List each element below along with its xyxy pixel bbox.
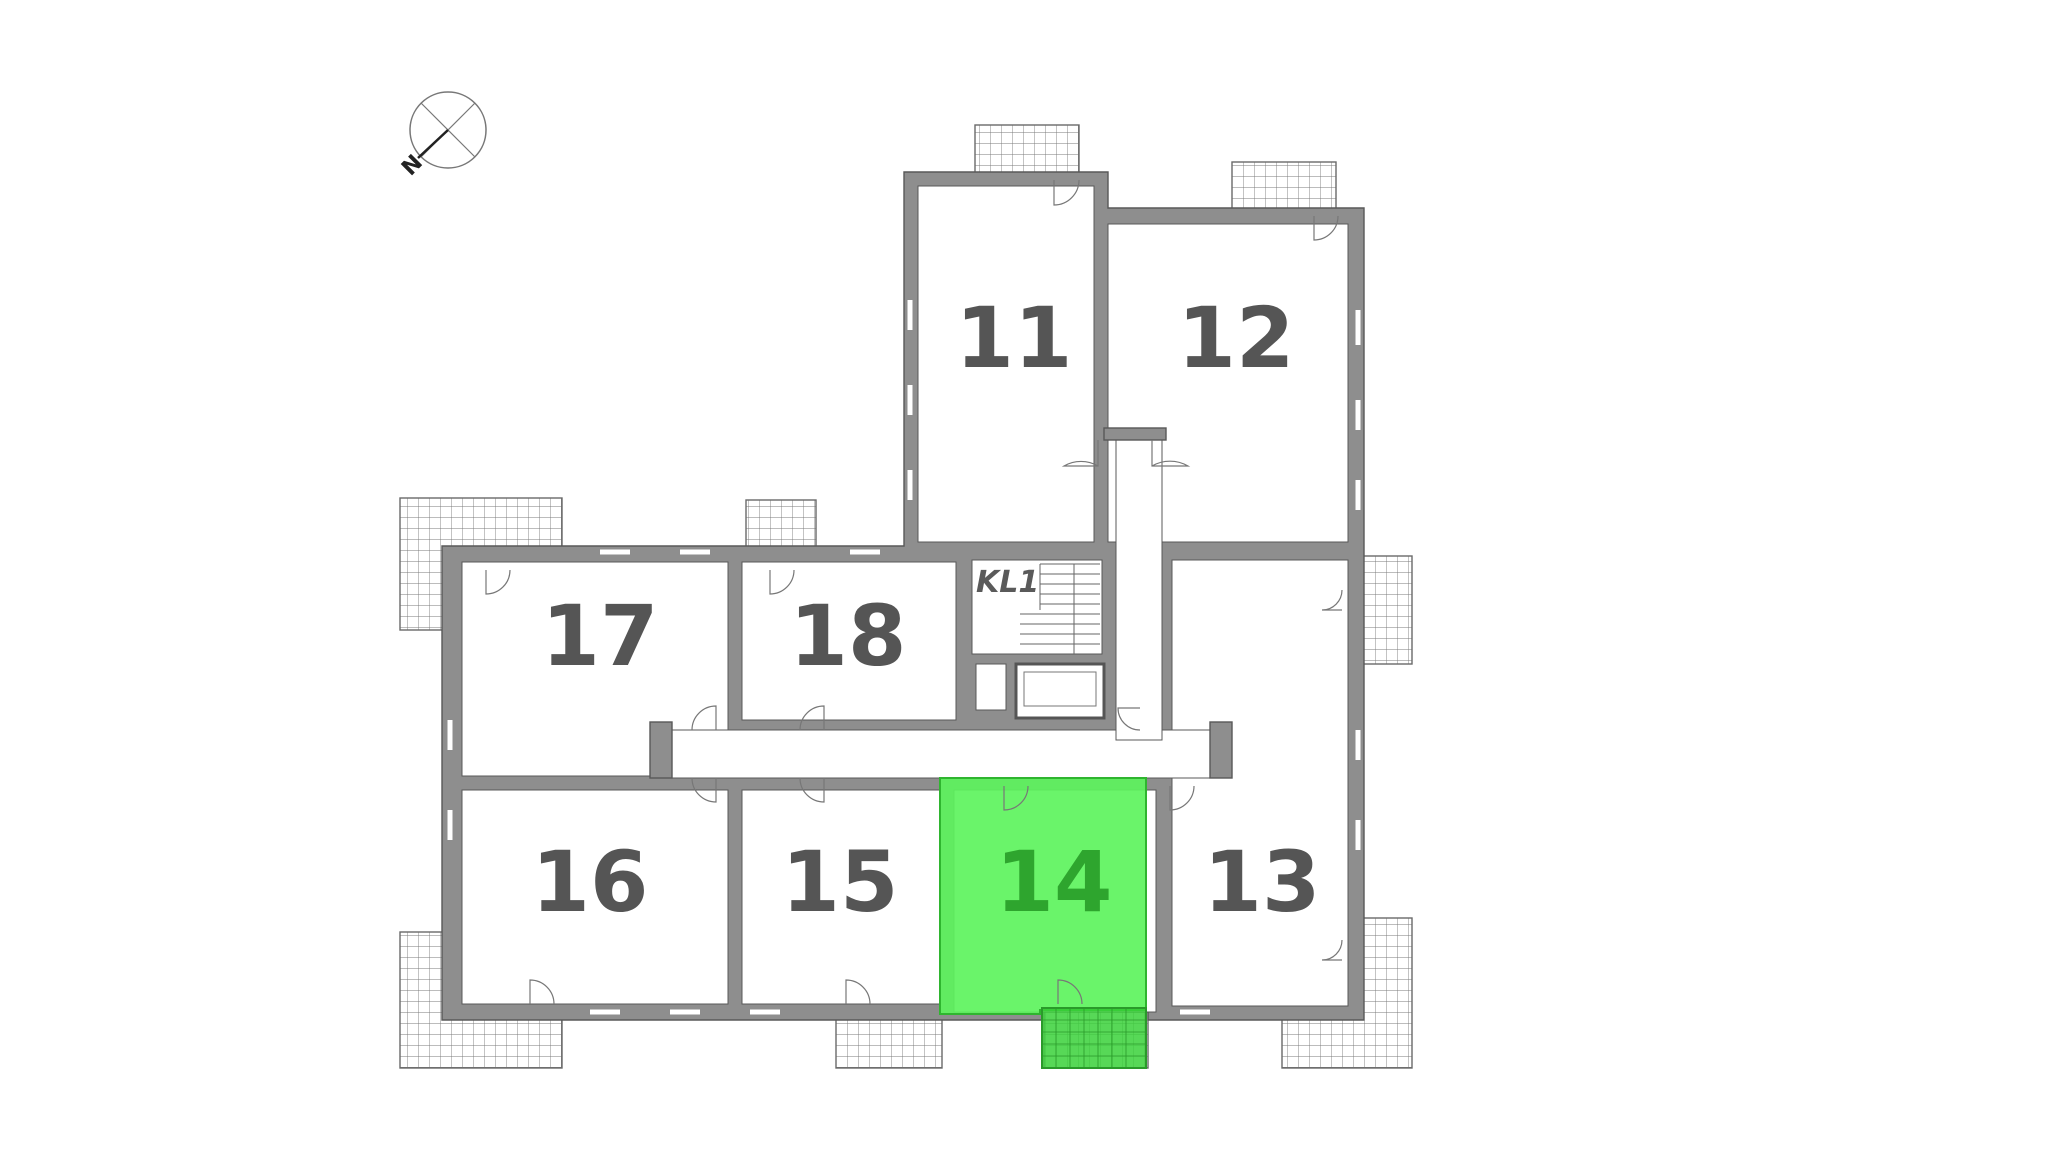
room-11-floor — [917, 185, 1095, 543]
balcony-18 — [745, 499, 817, 549]
room-label-15[interactable]: 15 — [782, 833, 899, 931]
room-label-11[interactable]: 11 — [956, 289, 1073, 387]
room-label-13[interactable]: 13 — [1204, 833, 1321, 931]
staircase-label: KL1 — [976, 565, 1039, 600]
room-label-16[interactable]: 16 — [532, 833, 649, 931]
room-label-17[interactable]: 17 — [542, 587, 659, 685]
room-label-18[interactable]: 18 — [790, 587, 907, 685]
room-11-area[interactable] — [918, 186, 1094, 542]
room-15-floor — [741, 789, 941, 1005]
balcony-12 — [1231, 161, 1337, 211]
windows — [447, 300, 1361, 1015]
room-13-floor — [1171, 559, 1349, 1007]
corridor-north-floor — [1115, 439, 1163, 741]
room-15-area[interactable] — [742, 790, 940, 1004]
balcony-15 — [835, 1011, 943, 1069]
room-13-area[interactable] — [1172, 560, 1348, 1006]
stair-treads — [1020, 563, 1100, 654]
staircase-floor — [971, 559, 1103, 655]
room-16-floor — [461, 789, 729, 1005]
doors — [485, 179, 1343, 1005]
room-18-area[interactable] — [742, 562, 956, 720]
room-17-area[interactable] — [462, 562, 728, 776]
room-18-floor — [741, 561, 957, 721]
balcony-14-highlight — [1041, 1007, 1147, 1069]
room-label-14[interactable]: 14 — [996, 833, 1113, 931]
room-14-area[interactable] — [940, 778, 1146, 1068]
apartment-14-highlight[interactable] — [939, 777, 1147, 1069]
north-arrow-icon: N — [397, 91, 487, 181]
room-12-area[interactable] — [1108, 224, 1348, 542]
room-label-12[interactable]: 12 — [1178, 289, 1295, 387]
balcony-11 — [974, 124, 1080, 174]
shaft-floor — [975, 663, 1007, 711]
room-16-area[interactable] — [462, 790, 728, 1004]
